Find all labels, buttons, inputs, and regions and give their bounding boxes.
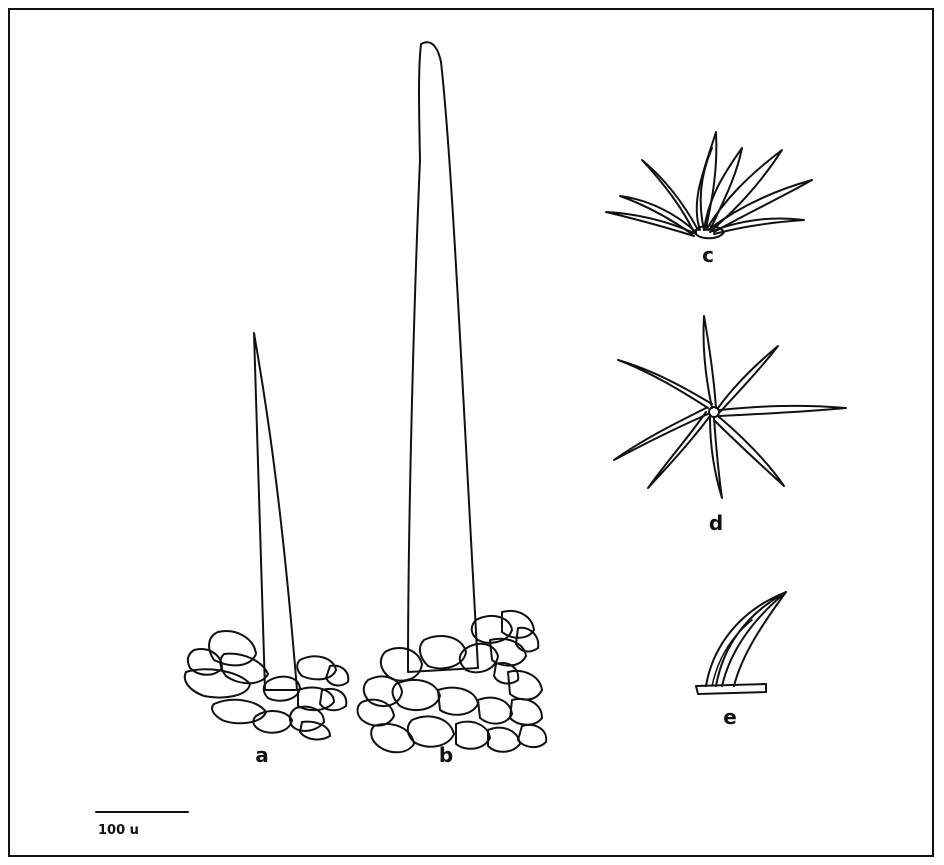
- trichome-a-base-cells: [185, 631, 349, 739]
- scale-bar-label: 100 u: [98, 823, 139, 838]
- trichome-c: [606, 132, 812, 238]
- trichome-a-spine: [254, 333, 297, 690]
- label-a: a: [255, 743, 269, 767]
- label-d: d: [709, 511, 723, 535]
- label-c: c: [702, 243, 714, 267]
- trichome-d: [614, 316, 846, 498]
- trichome-b-base-cells: [358, 611, 547, 752]
- label-b: b: [439, 743, 453, 767]
- trichome-e: [696, 592, 786, 694]
- label-e: e: [723, 705, 737, 729]
- scale-bar: 100 u: [96, 812, 188, 838]
- trichome-b: [358, 42, 547, 752]
- trichome-a: [185, 333, 349, 739]
- trichome-b-spine: [408, 42, 478, 672]
